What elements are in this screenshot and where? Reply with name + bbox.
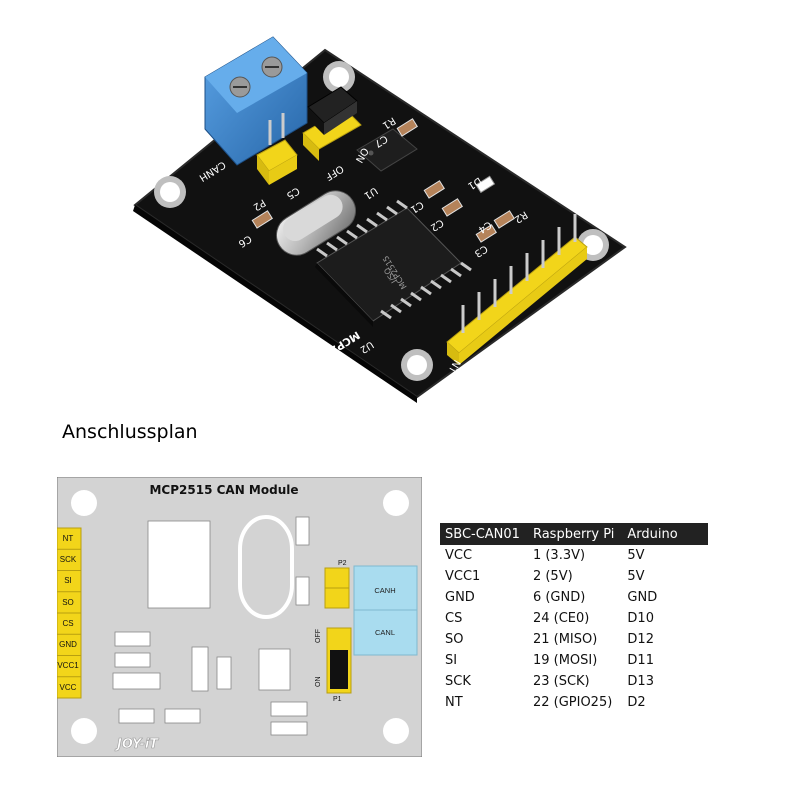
table-cell: 19 (MOSI) <box>532 653 598 668</box>
diagram-p2-label: P2 <box>338 560 347 567</box>
diagram-hole <box>383 490 409 516</box>
table-cell: D13 <box>627 674 654 689</box>
diagram-off-label: OFF <box>315 629 322 643</box>
diagram-p2-header <box>324 567 350 609</box>
diagram-pin-column <box>57 527 82 699</box>
table-row: SCK 23 (SCK) D13 <box>440 671 708 692</box>
table-row: SI 19 (MOSI) D11 <box>440 650 708 671</box>
diagram-on-label: ON <box>315 677 322 688</box>
diagram-canh-label: CANH <box>374 586 395 595</box>
pin-mapping-table: SBC-CAN01 Raspberry Pi Arduino VCC 1 (3.… <box>440 523 708 713</box>
table-cell: NT <box>445 695 463 710</box>
table-cell: 2 (5V) <box>532 569 573 584</box>
silk-module-name: MCP2515 CAN Module <box>245 328 362 405</box>
table-cell: D12 <box>627 632 654 647</box>
table-row: VCC 1 (3.3V) 5V <box>440 545 708 566</box>
mounting-hole <box>154 176 186 208</box>
table-cell: 5V <box>627 548 645 563</box>
table-header-cell: SBC-CAN01 <box>440 523 528 545</box>
joy-it-logo: JOY-iT <box>114 737 159 752</box>
pinout-diagram: MCP2515 CAN Module NT SCK SI SO CS GND <box>57 477 422 757</box>
table-cell: 1 (3.3V) <box>532 548 586 563</box>
table-cell: SO <box>445 632 464 647</box>
diagram-canl-label: CANL <box>375 628 395 637</box>
table-header-cell: Arduino <box>622 523 708 545</box>
table-row: SO 21 (MISO) D12 <box>440 629 708 650</box>
table-row: NT 22 (GPIO25) D2 <box>440 692 708 713</box>
table-cell: D10 <box>627 611 654 626</box>
table-cell: 6 (GND) <box>532 590 586 605</box>
table-header-cell: Raspberry Pi <box>527 523 623 545</box>
table-cell: D11 <box>627 653 654 668</box>
jumper-header <box>302 86 362 161</box>
table-cell: CS <box>445 611 463 626</box>
diagram-can-terminal <box>353 565 418 656</box>
module-photo: CANH P2 OFF ON R1 C7 U1 C1 C2 D1 C4 C5 C… <box>133 36 627 405</box>
table-row: CS 24 (CE0) D10 <box>440 608 708 629</box>
crystal-oscillator <box>275 190 357 256</box>
table-cell: SCK <box>445 674 471 689</box>
mounting-hole <box>401 349 433 381</box>
table-row: VCC1 2 (5V) 5V <box>440 566 708 587</box>
diagram-pin-label: SI <box>64 576 72 585</box>
table-cell: 22 (GPIO25) <box>532 695 613 710</box>
table-cell: GND <box>445 590 475 605</box>
mounting-hole <box>323 61 355 93</box>
table-cell: 23 (SCK) <box>532 674 590 689</box>
table-cell: VCC <box>445 548 473 563</box>
table-header-row: SBC-CAN01 Raspberry Pi Arduino <box>440 523 708 545</box>
diagram-pin-label: VCC1 <box>57 661 79 670</box>
table-cell: 5V <box>627 569 645 584</box>
table-cell: SI <box>445 653 458 668</box>
table-cell: 21 (MISO) <box>532 632 598 647</box>
table-row: GND 6 (GND) GND <box>440 587 708 608</box>
table-cell: GND <box>627 590 658 605</box>
pin-header-row <box>446 214 588 365</box>
table-cell: D2 <box>627 695 646 710</box>
diagram-pin-label: CS <box>62 619 73 628</box>
p2-header <box>256 113 298 185</box>
u1-chip <box>356 128 418 172</box>
section-heading: Anschlussplan <box>62 421 198 443</box>
diagram-p1-label: P1 <box>333 696 342 703</box>
diagram-hole <box>383 718 409 744</box>
table-cell: VCC1 <box>445 569 481 584</box>
diagram-p1-jumper <box>326 627 352 694</box>
smd-components <box>251 118 515 243</box>
diagram-hole <box>71 718 97 744</box>
diagram-components <box>112 515 310 736</box>
diagram-pin-label: NT <box>63 534 74 543</box>
diagram-pin-label: VCC <box>60 683 77 692</box>
table-cell: 24 (CE0) <box>532 611 590 626</box>
mcp2515-chip <box>315 199 472 327</box>
diagram-hole <box>71 490 97 516</box>
diagram-pin-label: SO <box>62 598 74 607</box>
diagram-pin-label: SCK <box>60 555 77 564</box>
diagram-title: MCP2515 CAN Module <box>149 483 298 497</box>
diagram-pin-label: GND <box>59 640 77 649</box>
